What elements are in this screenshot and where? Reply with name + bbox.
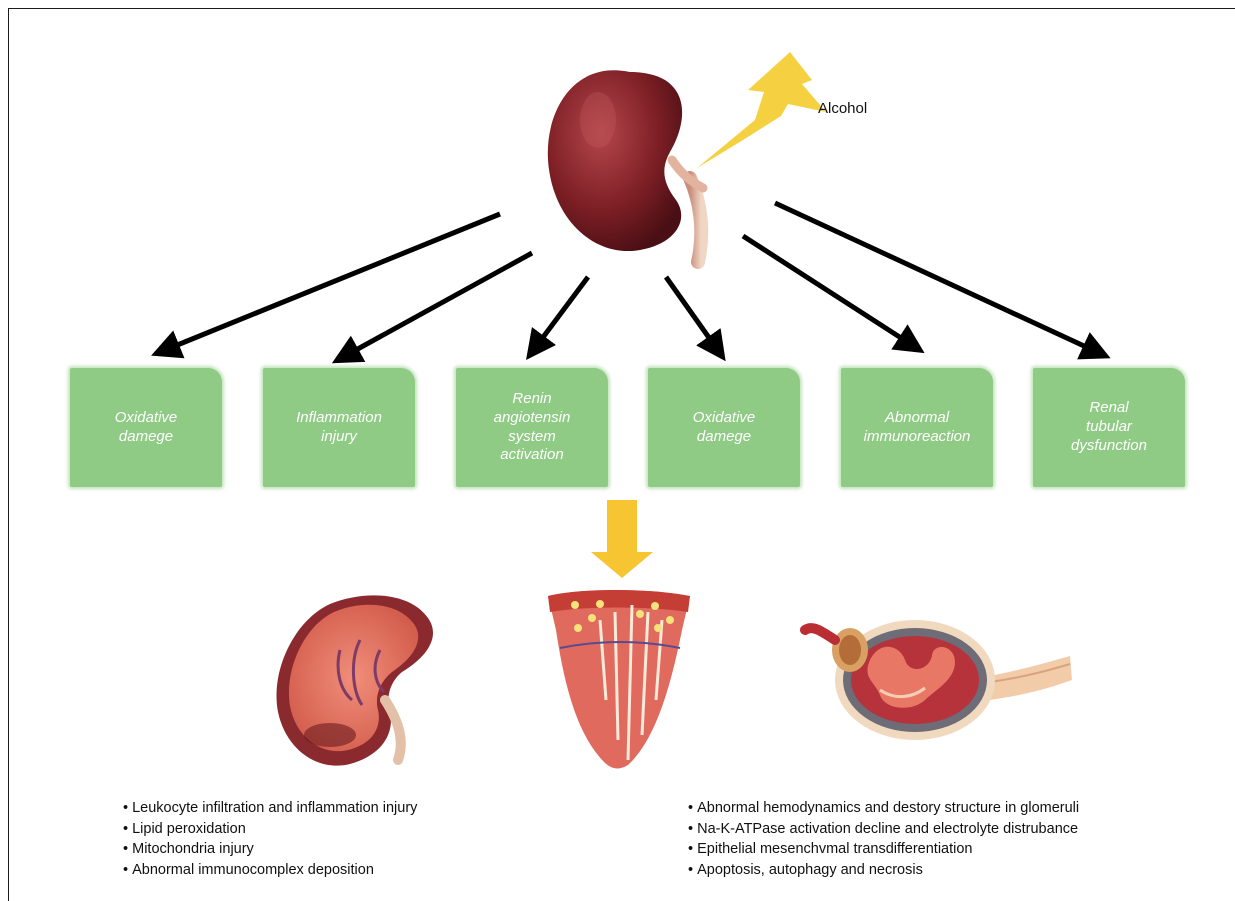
lightning-bolt-icon bbox=[697, 52, 826, 168]
mechanism-label: Oxidative damege bbox=[109, 409, 184, 447]
mechanism-box-renin-angiotensin: Renin angiotensin system activation bbox=[456, 368, 608, 487]
list-item: Apoptosis, autophagy and necrosis bbox=[688, 860, 1079, 881]
arrow-to-mechanism-4 bbox=[666, 277, 717, 349]
mechanism-label: Oxidative damege bbox=[687, 409, 762, 447]
outcome-list-left: Leukocyte infiltration and inflammation … bbox=[123, 798, 417, 880]
mechanism-box-abnormal-immunoreaction: Abnormal immunoreaction bbox=[841, 368, 993, 487]
renal-pyramid-icon bbox=[548, 590, 690, 768]
list-item: Na-K-ATPase activation decline and elect… bbox=[688, 819, 1079, 840]
mechanism-box-inflammation-injury: Inflammation injury bbox=[263, 368, 415, 487]
list-item: Epithelial mesenchvmal transdifferentiat… bbox=[688, 839, 1079, 860]
arrow-to-mechanism-6 bbox=[775, 203, 1097, 352]
mechanism-label: Abnormal immunoreaction bbox=[858, 409, 977, 447]
list-item: Mitochondria injury bbox=[123, 839, 417, 860]
arrow-to-mechanism-2 bbox=[345, 253, 532, 356]
kidney-cross-section-icon bbox=[277, 595, 433, 765]
mechanism-label: Inflammation injury bbox=[290, 409, 388, 447]
mechanism-box-oxidative-damage-2: Oxidative damege bbox=[648, 368, 800, 487]
list-item: Leukocyte infiltration and inflammation … bbox=[123, 798, 417, 819]
mechanism-box-renal-tubular-dysfunction: Renal tubular dysfunction bbox=[1033, 368, 1185, 487]
list-item: Abnormal immunocomplex deposition bbox=[123, 860, 417, 881]
down-arrow-icon bbox=[591, 500, 653, 578]
kidney-icon bbox=[548, 70, 703, 262]
list-item: Lipid peroxidation bbox=[123, 819, 417, 840]
mechanism-label: Renal tubular dysfunction bbox=[1065, 399, 1153, 455]
arrow-to-mechanism-3 bbox=[535, 277, 588, 348]
mechanism-box-oxidative-damage-1: Oxidative damege bbox=[70, 368, 222, 487]
outcome-list-right: Abnormal hemodynamics and destory struct… bbox=[688, 798, 1079, 880]
nephron-glomerulus-icon bbox=[805, 620, 1072, 740]
alcohol-label: Alcohol bbox=[818, 100, 867, 117]
mechanism-label: Renin angiotensin system activation bbox=[488, 390, 577, 465]
list-item: Abnormal hemodynamics and destory struct… bbox=[688, 798, 1079, 819]
arrow-to-mechanism-1 bbox=[165, 214, 500, 350]
